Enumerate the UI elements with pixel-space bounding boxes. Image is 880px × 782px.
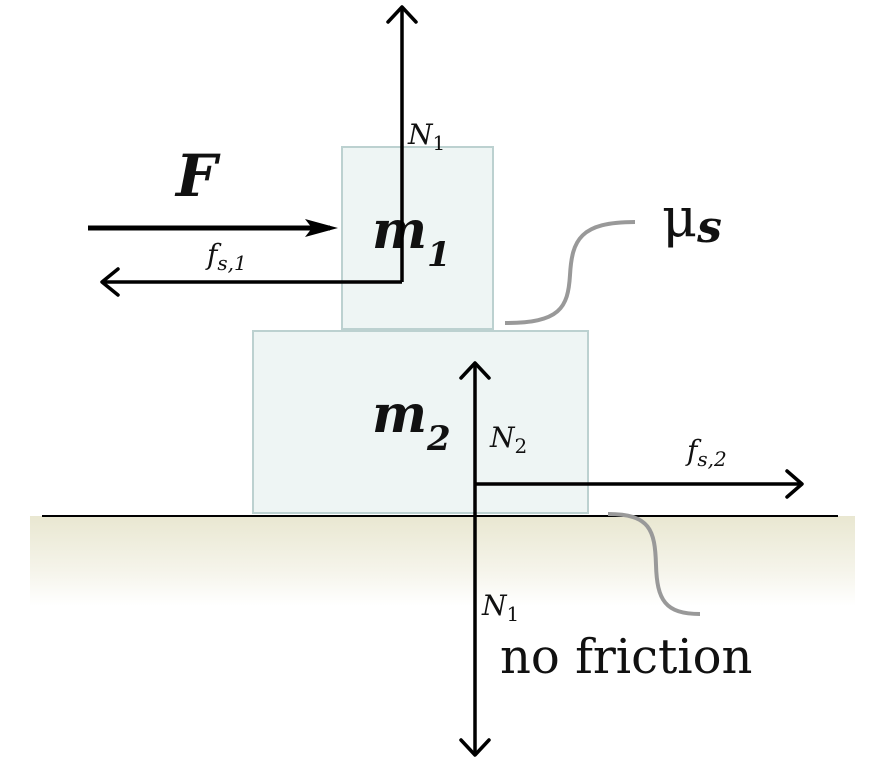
normal-force-n2-up-arrowhead	[459, 361, 491, 380]
applied-force-label: F	[174, 142, 221, 210]
friction-coefficient-label: μs	[662, 186, 722, 253]
friction-force-fs1-label: fs,1	[205, 238, 247, 275]
interface-leader-curve	[504, 220, 636, 325]
friction-force-fs2-arrowhead	[785, 469, 804, 499]
block-m1-subscript: 1	[427, 235, 451, 275]
normal-force-n1-up-arrowhead	[386, 5, 418, 24]
normal-force-n2-label: N2	[489, 421, 527, 458]
block-m2-subscript: 2	[426, 419, 451, 459]
friction-coefficient-subscript: s	[696, 202, 722, 253]
block-m1-label: m1	[372, 200, 451, 275]
ground-surface	[30, 516, 855, 606]
normal-force-n1-down-arrowhead	[459, 738, 491, 757]
block-m1	[341, 146, 494, 330]
normal-force-n1-up-label: N1	[407, 118, 445, 155]
normal-force-n1-down-label: N1	[481, 589, 519, 626]
applied-force-arrowhead	[305, 219, 338, 237]
no-friction-label: no friction	[500, 629, 752, 685]
friction-force-fs1-arrowhead	[100, 267, 120, 297]
ground-leader-curve	[607, 512, 701, 616]
friction-force-fs2-label: fs,2	[685, 434, 727, 471]
block-m2-label: m2	[372, 384, 451, 459]
